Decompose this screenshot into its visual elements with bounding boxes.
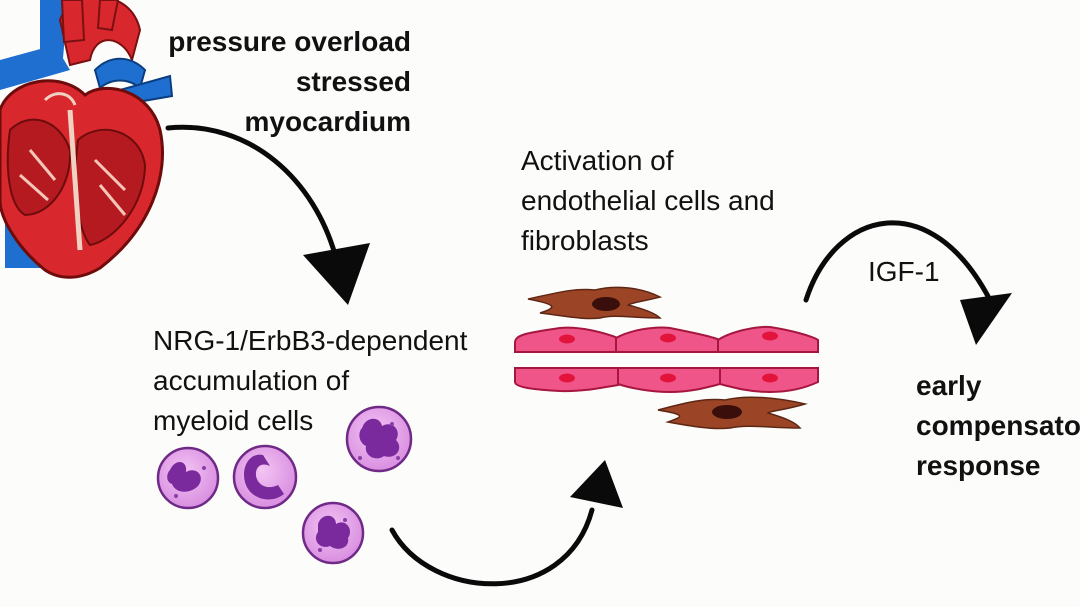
fibroblast-cell (657, 396, 808, 430)
arrow-myeloid-to-tissue (389, 460, 623, 587)
outcome-line: compensato (916, 409, 1080, 441)
arrow-tissue-to-response (803, 220, 1012, 345)
activation-line: fibroblasts (521, 224, 649, 256)
outcome-line: early (916, 370, 982, 401)
activation-label: Activation of endothelial cells and fibr… (521, 141, 775, 260)
endothelial-layer-bottom (514, 367, 819, 394)
neutrophil-cell (301, 501, 365, 565)
outcome-label: early compensato response (916, 366, 1080, 485)
fibroblast-cell (527, 286, 663, 320)
myeloid-line: accumulation of (153, 364, 350, 396)
neutrophil-cell (156, 446, 220, 510)
endothelial-layer-top (514, 325, 819, 353)
myeloid-line: myeloid cells (153, 404, 314, 436)
stimulus-line: pressure overload (168, 26, 411, 57)
stimulus-label: pressure overload stressed myocardium (168, 22, 411, 141)
outcome-line: response (916, 449, 1041, 481)
activation-line: endothelial cells and (521, 184, 775, 216)
neutrophil-cell (345, 405, 413, 473)
monocyte-cell (232, 444, 298, 510)
myeloid-label: NRG-1/ErbB3-dependent accumulation of my… (153, 321, 467, 440)
heart-illustration (0, 0, 174, 279)
activation-line: Activation of (521, 145, 674, 176)
arrow-heart-to-myeloid (165, 124, 370, 305)
growth-factor-label: IGF-1 (868, 252, 940, 292)
growth-factor-text: IGF-1 (868, 256, 940, 287)
myeloid-line: NRG-1/ErbB3-dependent (153, 325, 468, 356)
stimulus-line: stressed (295, 65, 411, 97)
stimulus-line: myocardium (244, 105, 412, 137)
